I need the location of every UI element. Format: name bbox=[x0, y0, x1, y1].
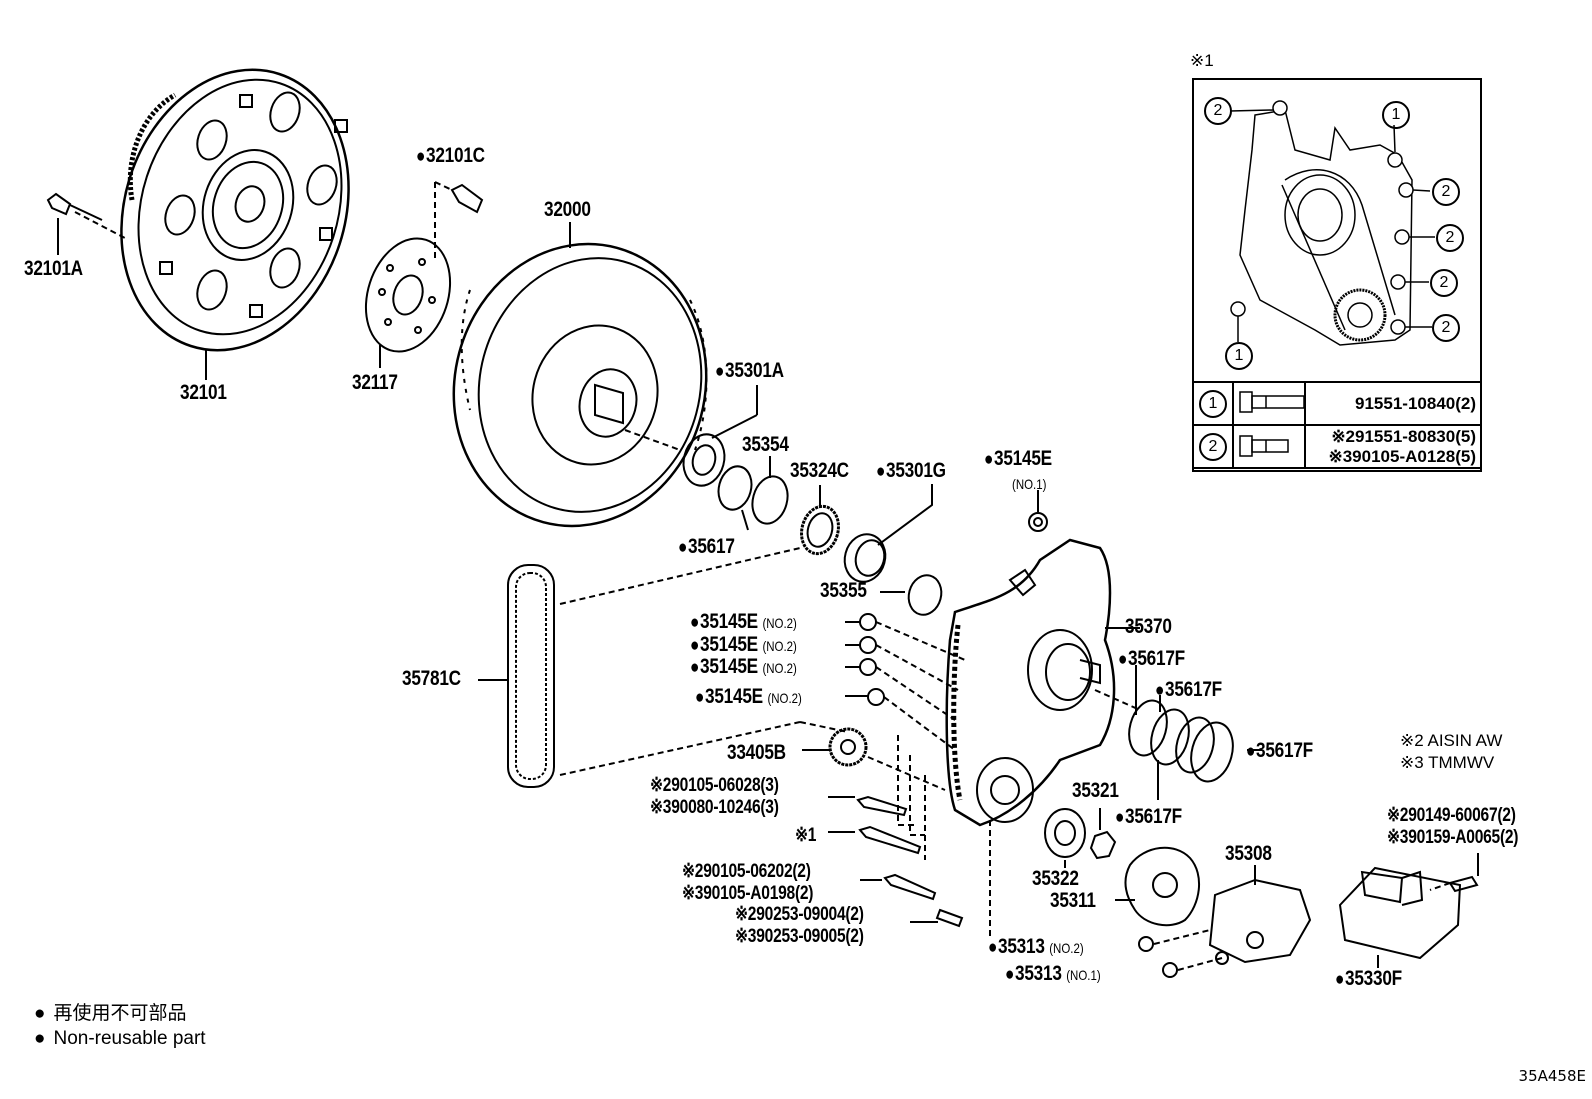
label-35617: 35617 bbox=[678, 536, 735, 557]
label-35308: 35308 bbox=[1225, 842, 1272, 865]
bolt-label-9: ※390159-A0065(2) bbox=[1387, 827, 1519, 848]
inset-title: ※1 bbox=[1190, 51, 1214, 70]
label-35145E-no2-b: 35145E (NO.2) bbox=[690, 634, 797, 655]
label-35145E-no1: 35145E bbox=[984, 448, 1052, 469]
gear-35321 bbox=[1089, 830, 1117, 860]
torque-converter-32000 bbox=[452, 242, 708, 528]
label-35301A: 35301A bbox=[715, 360, 784, 381]
maker-note-2: ※2 AISIN AW bbox=[1400, 731, 1503, 750]
washer-35313-no2 bbox=[1138, 936, 1154, 952]
bolt-inset-1 bbox=[858, 825, 922, 855]
label-35330F: 35330F bbox=[1335, 968, 1402, 989]
pump-cover-35308 bbox=[1208, 878, 1312, 965]
bolt-32101C bbox=[450, 183, 484, 214]
label-35145E-no2-d: 35145E (NO.2) bbox=[695, 686, 802, 707]
label-35617F-a: 35617F bbox=[1118, 648, 1185, 669]
inset-callout-2d: 2 bbox=[1430, 269, 1458, 297]
bolt-90105-06028 bbox=[856, 795, 908, 817]
legend-jp: 再使用不可部品 bbox=[34, 1004, 186, 1023]
row1-part-number: 91551-10840(2) bbox=[1304, 381, 1482, 426]
maker-note-3: ※3 TMMWV bbox=[1400, 753, 1495, 772]
inset-box bbox=[1192, 78, 1482, 472]
row2-part-number-b: ※390105-A0128(5) bbox=[1328, 446, 1476, 466]
chain-35781C bbox=[507, 564, 555, 788]
drawing-code: 35A458E bbox=[1518, 1067, 1586, 1085]
washer-35313-no1 bbox=[1162, 962, 1178, 978]
label-35370: 35370 bbox=[1125, 615, 1172, 638]
label-32101: 32101 bbox=[180, 381, 227, 404]
inset-case-drawing bbox=[1229, 100, 1435, 346]
label-35145E-no2-a: 35145E (NO.2) bbox=[690, 611, 797, 632]
label-35301G: 35301G bbox=[876, 460, 946, 481]
bolt-label-5: ※390105-A0198(2) bbox=[682, 883, 814, 904]
rings-35617F bbox=[1128, 699, 1234, 783]
inset-callout-2e: 2 bbox=[1432, 314, 1460, 342]
label-35355: 35355 bbox=[820, 579, 867, 602]
label-33405B: 33405B bbox=[727, 741, 786, 764]
bolt-label-3: ※1 bbox=[795, 825, 817, 846]
label-35313-no1: 35313 (NO.1) bbox=[1005, 963, 1101, 984]
gear-35324C bbox=[800, 504, 840, 556]
inset-bolt-table: 1 91551-10840(2) 2 ※291551-80830(5) ※390… bbox=[1192, 381, 1482, 469]
label-35322: 35322 bbox=[1032, 867, 1079, 890]
label-32101A: 32101A bbox=[24, 257, 83, 280]
inset-callout-2c: 2 bbox=[1436, 224, 1464, 252]
inset-callout-2b: 2 bbox=[1432, 178, 1460, 206]
oil-seal-35301A bbox=[682, 433, 726, 487]
rotor-35322 bbox=[1044, 808, 1086, 858]
inset-callout-1a: 1 bbox=[1382, 101, 1410, 129]
label-35617F-d: 35617F bbox=[1115, 806, 1182, 827]
bolt-label-6: ※290253-09004(2) bbox=[735, 904, 864, 925]
strainer-35330F bbox=[1338, 866, 1462, 960]
bolt-32101A bbox=[46, 192, 103, 255]
inset-row-1: 1 91551-10840(2) bbox=[1192, 381, 1482, 426]
label-35781C: 35781C bbox=[402, 667, 461, 690]
pump-body-35311 bbox=[1124, 846, 1201, 927]
bolt-90105-06202 bbox=[883, 873, 937, 901]
label-32101C: 32101C bbox=[416, 145, 485, 166]
label-no1: (NO.1) bbox=[1012, 476, 1047, 492]
label-35617F-b: 35617F bbox=[1155, 679, 1222, 700]
legend-en: Non-reusable part bbox=[34, 1029, 205, 1048]
nuts-35145E-no2 bbox=[859, 613, 885, 706]
pin-90253 bbox=[935, 908, 964, 928]
bolt-label-4: ※290105-06202(2) bbox=[682, 861, 811, 882]
label-35311: 35311 bbox=[1050, 889, 1096, 912]
bolt-label-1: ※290105-06028(3) bbox=[650, 775, 779, 796]
row2-part-number-a: ※291551-80830(5) bbox=[1331, 426, 1476, 446]
ring-35354 bbox=[751, 475, 789, 525]
nut-35145E-no1 bbox=[1028, 512, 1048, 532]
label-35324C: 35324C bbox=[790, 459, 849, 482]
bolt-90149-60067 bbox=[1448, 875, 1479, 893]
bolt-label-8: ※290149-60067(2) bbox=[1387, 805, 1516, 826]
row1-callout: 1 bbox=[1199, 389, 1227, 418]
inset-callout-1b: 1 bbox=[1225, 342, 1253, 370]
bolt-label-2: ※390080-10246(3) bbox=[650, 797, 779, 818]
ring-35617 bbox=[717, 465, 753, 511]
label-35145E-no2-c: 35145E (NO.2) bbox=[690, 656, 797, 677]
row2-callout: 2 bbox=[1199, 432, 1227, 461]
label-35321: 35321 bbox=[1072, 779, 1119, 802]
inset-row-2: 2 ※291551-80830(5) ※390105-A0128(5) bbox=[1192, 424, 1482, 469]
label-35354: 35354 bbox=[742, 433, 789, 456]
label-32117: 32117 bbox=[352, 371, 398, 394]
drive-plate-32101 bbox=[120, 68, 350, 352]
label-32000: 32000 bbox=[544, 198, 591, 221]
snap-ring-35355 bbox=[907, 574, 943, 616]
sprocket-33405B bbox=[828, 727, 868, 767]
plate-32117 bbox=[364, 237, 452, 353]
label-35617F-c: 35617F bbox=[1246, 740, 1313, 761]
inset-callout-2a: 2 bbox=[1204, 97, 1232, 125]
label-35313-no2: 35313 (NO.2) bbox=[988, 936, 1084, 957]
bolt-label-7: ※390253-09005(2) bbox=[735, 926, 864, 947]
bearing-35301G bbox=[843, 533, 887, 583]
